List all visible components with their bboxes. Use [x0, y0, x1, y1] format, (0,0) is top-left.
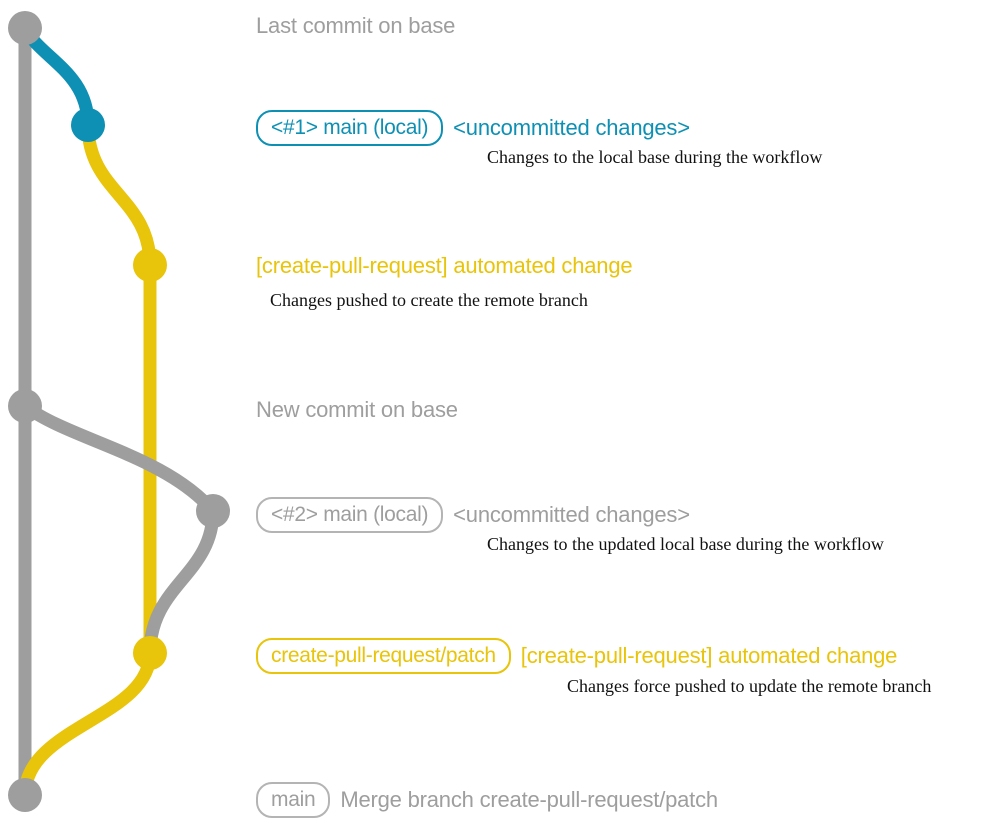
commit-subject-local-2: <uncommitted changes> [453, 502, 690, 527]
entry-local-changes-1: <#1> main (local) <uncommitted changes> [256, 110, 690, 146]
branch-badge-local-1[interactable]: <#1> main (local) [256, 110, 444, 146]
commit-subject-last-commit-on-base: Last commit on base [256, 13, 456, 38]
remote-automated-change-1-node[interactable] [133, 248, 167, 282]
merge-commit-node[interactable] [8, 778, 42, 812]
entry-new-commit-on-base: New commit on base [256, 399, 458, 421]
edge-local-1-to-remote-1 [81, 118, 157, 272]
commit-subject-remote-push-1: [create-pull-request] automated change [256, 253, 633, 278]
branch-badge-create-pull-request-patch[interactable]: create-pull-request/patch [256, 638, 511, 674]
entry-remote-push-1: [create-pull-request] automated change [256, 253, 633, 278]
entry-local-changes-2: <#2> main (local) <uncommitted changes> [256, 497, 690, 533]
commit-subject-remote-push-2: [create-pull-request] automated change [520, 643, 898, 668]
branch-badge-local-2[interactable]: <#2> main (local) [256, 497, 444, 533]
commit-description-local-1: Changes to the local base during the wor… [487, 147, 823, 167]
local-uncommitted-1-node[interactable] [71, 108, 105, 142]
commit-description-local-2: Changes to the updated local base during… [487, 534, 884, 554]
edge-base-to-local-1 [18, 21, 95, 132]
last-commit-on-base-node[interactable] [8, 11, 42, 45]
commit-subject-merge-commit: Merge branch create-pull-request/patch [340, 787, 718, 812]
edge-base-to-local-2 [18, 399, 220, 518]
commit-description-remote-push-2: Changes force pushed to update the remot… [567, 676, 932, 696]
new-commit-on-base-node[interactable] [8, 389, 42, 423]
entry-last-commit-on-base: Last commit on base [256, 15, 455, 37]
edge-local-2-to-remote-2 [143, 504, 220, 660]
commit-subject-local-1: <uncommitted changes> [453, 115, 690, 140]
local-uncommitted-2-node[interactable] [196, 494, 230, 528]
branch-badge-main[interactable]: main [256, 782, 331, 818]
entry-merge-commit: main Merge branch create-pull-request/pa… [256, 782, 718, 818]
entry-remote-push-2: create-pull-request/patch [create-pull-r… [256, 638, 897, 674]
commit-description-remote-push-1: Changes pushed to create the remote bran… [270, 290, 588, 310]
remote-automated-change-2-node[interactable] [133, 636, 167, 670]
commit-subject-new-commit-on-base: New commit on base [256, 397, 458, 422]
edge-remote-2-to-merge [18, 646, 157, 802]
